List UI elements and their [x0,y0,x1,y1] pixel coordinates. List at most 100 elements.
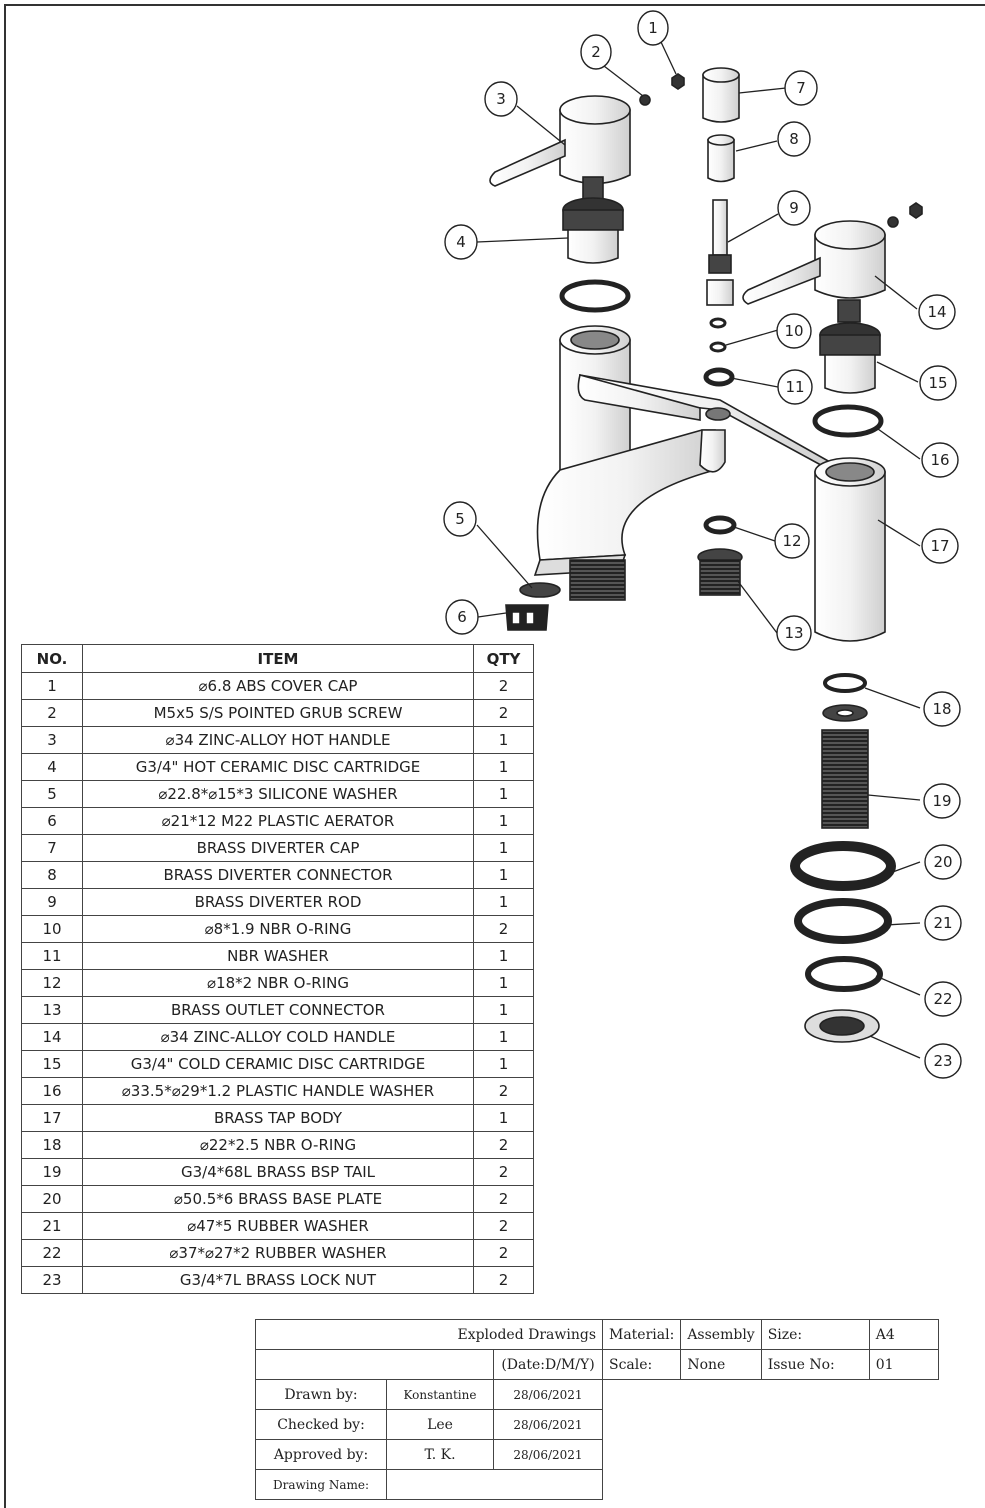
row-qty: 2 [473,1077,534,1105]
row-qty: 2 [473,1131,534,1159]
row-no: 10 [21,915,83,943]
date-format: (Date:D/M/Y) [493,1349,603,1380]
base-plate-part [790,841,896,891]
title-row-2: (Date:D/M/Y) Scale: None Issue No: 01 [255,1349,939,1380]
row-item: G3/4" HOT CERAMIC DISC CARTRIDGE [82,753,474,781]
row-no: 7 [21,834,83,862]
row-qty: 1 [473,969,534,997]
row-no: 9 [21,888,83,916]
row-item: ⌀47*5 RUBBER WASHER [82,1212,474,1240]
row-item: ⌀34 ZINC-ALLOY HOT HANDLE [82,726,474,754]
callout-2: 2 [580,34,612,70]
callout-20: 20 [924,844,962,880]
o-ring-tail-part [823,673,867,693]
svg-text:10: 10 [784,322,803,340]
diverter-cap-part [702,67,740,123]
row-item: ⌀33.5*⌀29*1.2 PLASTIC HANDLE WASHER [82,1077,474,1105]
callout-1: 1 [637,10,669,46]
svg-text:11: 11 [785,378,804,396]
row-item: ⌀34 ZINC-ALLOY COLD HANDLE [82,1023,474,1051]
callout-18: 18 [923,691,961,727]
row-item: ⌀6.8 ABS COVER CAP [82,672,474,700]
row-no: 17 [21,1104,83,1132]
cover-cap-part [671,73,923,219]
drawn-row: Drawn by: Konstantine 28/06/2021 [255,1379,939,1410]
outlet-connector-part [697,548,743,596]
callout-17: 17 [921,528,959,564]
row-no: 14 [21,1023,83,1051]
cold-cartridge-part [819,299,881,394]
row-item: NBR WASHER [82,942,474,970]
row-item: BRASS OUTLET CONNECTOR [82,996,474,1024]
row-no: 3 [21,726,83,754]
row-qty: 1 [473,726,534,754]
callout-11: 11 [777,369,813,405]
svg-text:12: 12 [782,532,801,550]
tap-body-part [533,325,831,601]
header-item: ITEM [82,644,474,673]
cold-handle-part [742,220,886,305]
row-no: 23 [21,1266,83,1294]
row-qty: 2 [473,699,534,727]
callout-9: 9 [777,190,811,226]
callout-6: 6 [445,599,479,635]
callout-22: 22 [924,981,962,1017]
svg-text:20: 20 [933,853,952,871]
nbr-washer-part [703,367,735,387]
row-item: G3/4*68L BRASS BSP TAIL [82,1158,474,1186]
row-item: G3/4*7L BRASS LOCK NUT [82,1266,474,1294]
row-no: 4 [21,753,83,781]
tap-body-right-part [814,457,886,642]
o-ring-small-part [709,317,727,329]
scale-label: Scale: [601,1349,682,1380]
svg-text:3: 3 [496,90,506,108]
header-no: NO. [21,644,83,673]
callout-7: 7 [784,70,818,106]
checked-label: Checked by: [255,1409,387,1440]
drawn-name: Konstantine [386,1379,494,1410]
callout-14: 14 [918,294,956,330]
row-no: 15 [21,1050,83,1078]
row-no: 11 [21,942,83,970]
callouts: 1 2 3 4 5 6 7 8 9 10 11 12 13 14 15 16 1… [443,10,962,1079]
drawing-name-value [386,1469,603,1500]
title-block: Exploded Drawings Material: Assembly Siz… [255,1319,939,1500]
svg-text:23: 23 [933,1052,952,1070]
svg-text:21: 21 [933,914,952,932]
row-qty: 1 [473,1023,534,1051]
row-item: ⌀22*2.5 NBR O-RING [82,1131,474,1159]
svg-text:16: 16 [930,451,949,469]
handle-washer-part [559,279,631,313]
diverter-connector-part [707,134,735,183]
row-no: 20 [21,1185,83,1213]
svg-text:6: 6 [457,608,467,626]
scale-value: None [680,1349,762,1380]
row-item: BRASS DIVERTER ROD [82,888,474,916]
callout-10: 10 [776,313,812,349]
row-qty: 2 [473,1158,534,1186]
o-ring-outlet-part [703,515,737,535]
drawn-label: Drawn by: [255,1379,387,1410]
row-item: ⌀50.5*6 BRASS BASE PLATE [82,1185,474,1213]
approved-row: Approved by: T. K. 28/06/2021 [255,1439,939,1470]
row-no: 13 [21,996,83,1024]
row-qty: 1 [473,753,534,781]
callout-23: 23 [924,1043,962,1079]
approved-date: 28/06/2021 [493,1439,603,1470]
aerator-part [505,604,549,631]
svg-text:14: 14 [927,303,946,321]
drawing-name-row: Drawing Name: [255,1469,939,1500]
